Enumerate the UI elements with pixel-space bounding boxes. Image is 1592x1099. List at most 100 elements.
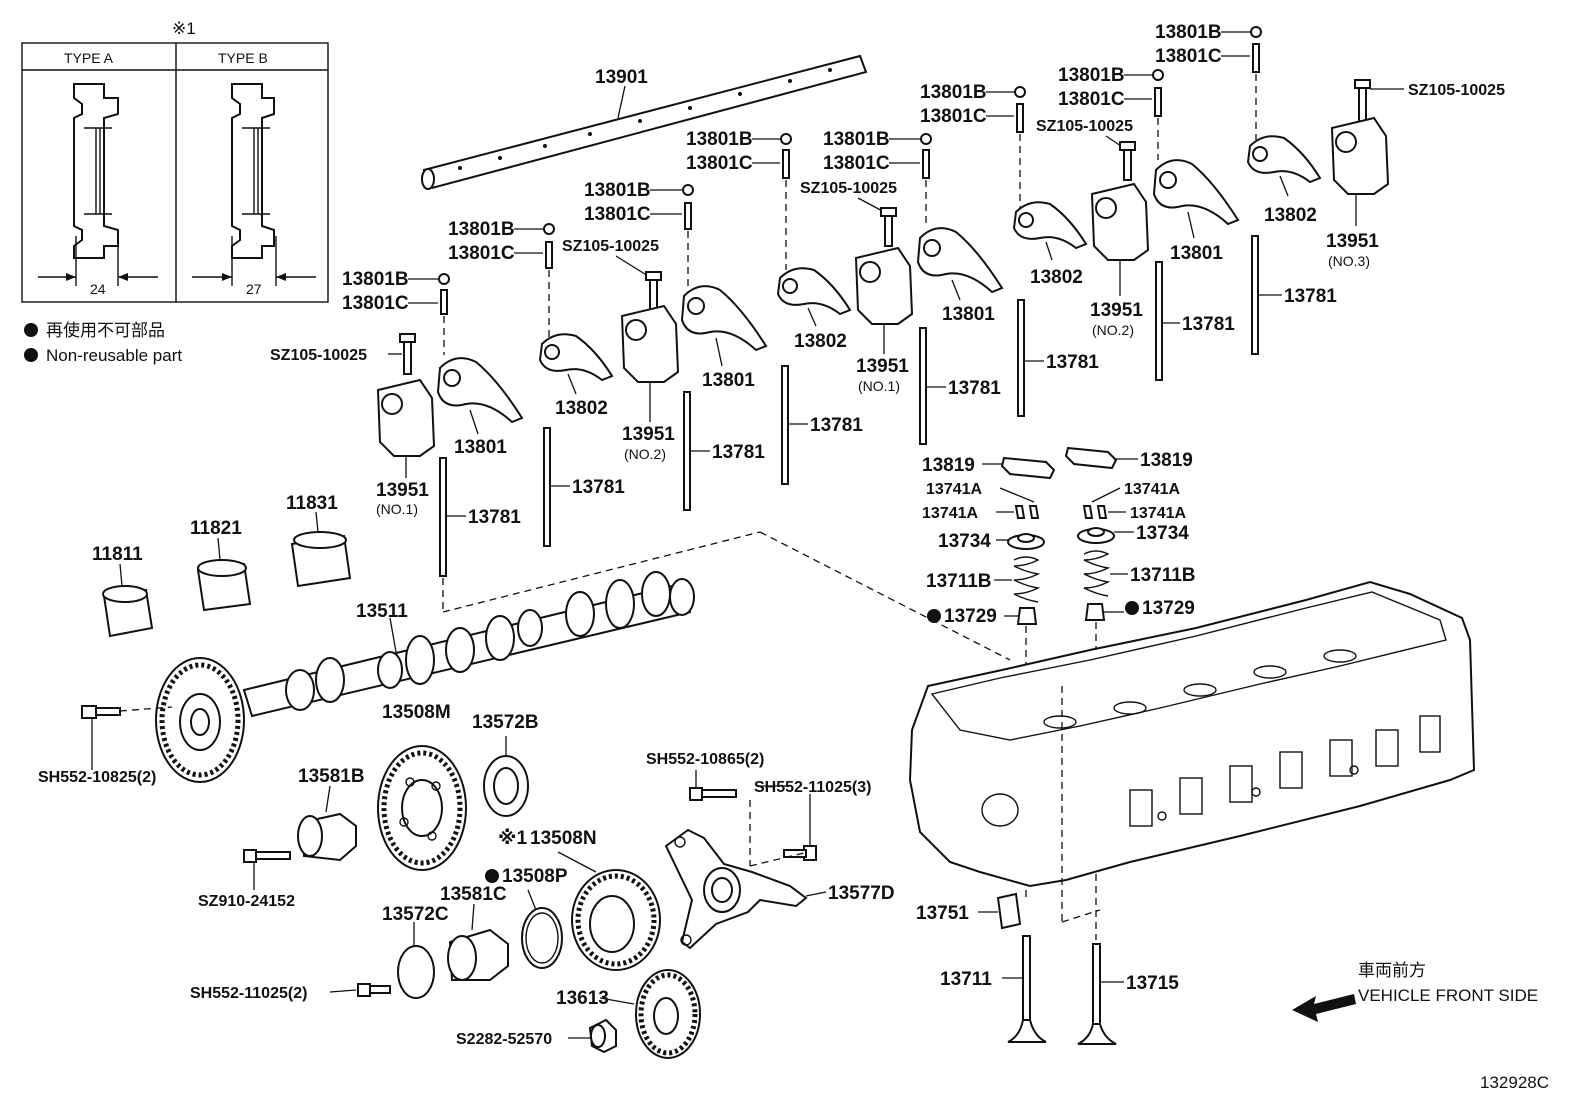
push-rod: 13781 (919, 327, 1001, 445)
label-13802: 13802 (1030, 267, 1083, 288)
type-a-title: TYPE A (64, 50, 114, 66)
label-13734: 13734 (938, 531, 991, 552)
label-sz910: SZ910-24152 (198, 893, 295, 910)
label-13581c: 13581C (440, 884, 507, 905)
valve-spring: 13711B (926, 556, 1041, 603)
label-s2282: S2282-52570 (456, 1031, 552, 1048)
push-rod: 13781 (1251, 235, 1337, 355)
push-rod: 13781 (1155, 261, 1235, 381)
label-13951-variant: (NO.1) (376, 501, 418, 517)
label-13801c: 13801C (1058, 89, 1125, 110)
rocker-support: 13951 (NO.3) (1326, 116, 1390, 269)
label-13901: 13901 (595, 67, 648, 88)
valve-keeper (1014, 505, 1026, 519)
label-13741a: 13741A (1124, 481, 1180, 498)
direction-en: VEHICLE FRONT SIDE (1358, 986, 1538, 1005)
label-13802: 13802 (794, 331, 847, 352)
legend-en: Non-reusable part (46, 346, 182, 365)
label-13801: 13801 (702, 370, 755, 391)
label-13819: 13819 (1140, 450, 1193, 471)
valve-bridge: 13819 (922, 455, 1056, 480)
cam-bearings: 11811 11821 11831 (92, 493, 352, 638)
rocker-arm-no2: 13802 (776, 267, 852, 352)
label-13801: 13801 (942, 304, 995, 325)
direction-jp: 車両前方 (1358, 961, 1426, 980)
label-13781: 13781 (1046, 352, 1099, 373)
figure-code: 132928C (1480, 1073, 1549, 1092)
label-13729: 13729 (944, 606, 997, 627)
label-13801b: 13801B (584, 180, 651, 201)
label-13801b: 13801B (1058, 65, 1125, 86)
label-13801: 13801 (454, 437, 507, 458)
label-13801b: 13801B (686, 129, 753, 150)
non-reusable-dot-icon (927, 609, 941, 623)
label-13801c: 13801C (823, 153, 890, 174)
label-13801c: 13801C (1155, 46, 1222, 67)
label-13801c: 13801C (448, 243, 515, 264)
valve-spring: 13711B (1083, 550, 1196, 597)
label-13508m: 13508M (382, 702, 451, 723)
idle-gear: 13508M (377, 702, 467, 871)
bolt-sh552-11025: SH552-11025(3) (754, 779, 871, 861)
label-13951-variant: (NO.2) (1092, 322, 1134, 338)
bolt-sh552-11025: SH552-11025(2) (190, 983, 391, 1002)
rocker-arm: 13801 (1152, 159, 1240, 264)
intake-valve: 13711 (940, 935, 1047, 1043)
label-13801c: 13801C (686, 153, 753, 174)
drive-gear: 13613 (556, 969, 701, 1059)
label-13781: 13781 (572, 477, 625, 498)
label-13951-variant: (NO.2) (624, 446, 666, 462)
inset-mark: ※1 (172, 19, 196, 38)
label-sh552-11025: SH552-11025(3) (754, 779, 871, 796)
label-13951: 13951 (856, 356, 909, 377)
label-13511: 13511 (356, 601, 408, 622)
rocker-support: 13951 (NO.2) (620, 304, 680, 462)
label-13613: 13613 (556, 988, 609, 1009)
valve-train: 13819 13819 13741A 13741A 13741A 13741A … (916, 446, 1196, 1045)
valve-keeper (1028, 505, 1040, 519)
label-13577d: 13577D (828, 883, 895, 904)
idle-gear-shaft: 13581B (297, 766, 365, 862)
label-13781: 13781 (1284, 286, 1337, 307)
rocker-support: 13951 (NO.1) (854, 246, 914, 394)
label-sz105: SZ105-10025 (270, 347, 367, 364)
label-11821: 11821 (190, 518, 242, 539)
label-13801c: 13801C (920, 106, 987, 127)
label-13801b: 13801B (342, 269, 409, 290)
bolt-sz105: SZ105-10025 (1354, 79, 1505, 123)
label-13751: 13751 (916, 903, 969, 924)
cylinder-head (908, 580, 1476, 923)
non-reusable-dot-icon (1125, 601, 1139, 615)
non-reusable-dot-icon (485, 869, 499, 883)
type-b-dim: 27 (246, 281, 262, 297)
legend-dot-icon (24, 348, 38, 362)
label-13711b: 13711B (926, 571, 992, 592)
marker-note: ※1 (498, 828, 527, 849)
rocker-arm: 13801 (916, 227, 1004, 325)
label-sz105: SZ105-10025 (1036, 118, 1133, 135)
label-13819: 13819 (922, 455, 975, 476)
label-13781: 13781 (468, 507, 521, 528)
gear-bracket: 13577D SH552-10865(2) SH552-11025(3) (646, 751, 895, 950)
o-ring (521, 907, 563, 969)
nut-s2282: S2282-52570 (456, 1018, 617, 1054)
type-a-dim: 24 (90, 281, 106, 297)
push-rod: 13781 (543, 427, 625, 547)
push-rods: 13781 13781 13781 13781 13781 13781 (439, 235, 1337, 612)
label-13572b: 13572B (472, 712, 539, 733)
bolt-sh552-10865: SH552-10865(2) (646, 751, 764, 801)
label-sh552-10825: SH552-10825(2) (38, 769, 156, 786)
rocker-assemblies: SZ105-10025 SZ105-10025 SZ105-10025 SZ10… (270, 79, 1505, 517)
rocker-arm-no2: 13802 (1246, 135, 1322, 226)
label-13734: 13734 (1136, 523, 1189, 544)
bolt-sz910: SZ910-24152 (198, 849, 295, 910)
spring-retainer: 13734 (938, 531, 1045, 552)
label-13508n: 13508N (530, 828, 597, 849)
valve-stem-seal: 13729 (1084, 598, 1195, 621)
label-13781: 13781 (948, 378, 1001, 399)
legend: 再使用不可部品 Non-reusable part (24, 320, 182, 365)
label-13801c: 13801C (584, 204, 651, 225)
label-13951-variant: (NO.3) (1328, 253, 1370, 269)
label-13581b: 13581B (298, 766, 365, 787)
